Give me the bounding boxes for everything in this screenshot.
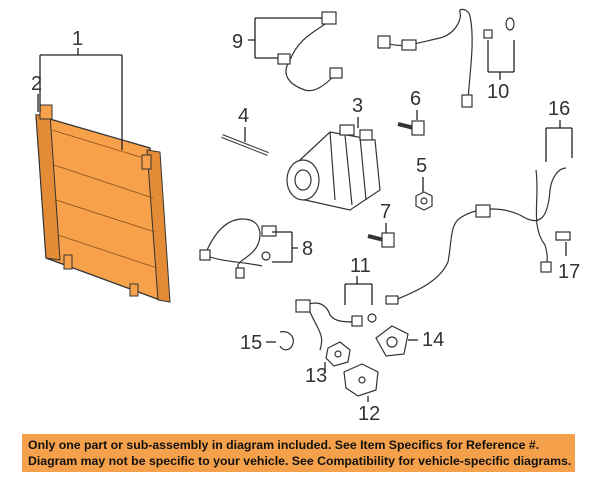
nut-5[interactable] <box>415 191 433 211</box>
callout-9: 9 <box>232 31 243 53</box>
clip-17[interactable] <box>555 231 571 241</box>
bolt-6[interactable] <box>397 120 425 136</box>
compressor-mount-bolt[interactable] <box>221 134 269 156</box>
callout-12: 12 <box>358 403 380 425</box>
disclaimer-line-1: Only one part or sub-assembly in diagram… <box>28 438 540 452</box>
ac-compressor[interactable] <box>286 124 381 211</box>
compressor-wiring[interactable] <box>199 218 277 279</box>
gasket-13[interactable] <box>325 341 351 367</box>
callout-11: 11 <box>350 255 371 277</box>
callout-10-leader <box>487 40 515 80</box>
pressure-switch-hose[interactable] <box>277 11 343 92</box>
callout-2: 2 <box>31 73 42 95</box>
callout-14: 14 <box>422 329 444 351</box>
callout-16-leader <box>545 120 573 162</box>
callout-16: 16 <box>548 98 570 120</box>
o-ring-15[interactable] <box>279 331 294 351</box>
callout-8: 8 <box>302 238 313 260</box>
expansion-valve[interactable] <box>375 325 409 357</box>
suction-tube[interactable] <box>385 167 567 305</box>
bolt-7[interactable] <box>367 232 395 248</box>
disclaimer-line-2: Diagram may not be specific to your vehi… <box>28 454 572 468</box>
callout-6: 6 <box>410 88 421 110</box>
callout-10: 10 <box>487 81 509 103</box>
callout-5: 5 <box>416 155 427 177</box>
condenser-assembly[interactable] <box>35 104 171 303</box>
callout-1: 1 <box>72 28 83 50</box>
callout-15: 15 <box>240 332 262 354</box>
liquid-line[interactable] <box>295 299 377 351</box>
cover-12[interactable] <box>343 363 379 397</box>
callout-13: 13 <box>305 365 327 387</box>
callout-4: 4 <box>238 105 249 127</box>
callout-9-leader <box>248 17 322 59</box>
callout-7: 7 <box>380 201 391 223</box>
callout-1-leader <box>39 48 123 150</box>
discharge-hose[interactable] <box>377 8 515 108</box>
disclaimer-banner: Only one part or sub-assembly in diagram… <box>22 434 575 472</box>
callout-17: 17 <box>558 261 580 283</box>
parts-diagram: 1 2 9 10 3 4 6 <box>31 8 580 425</box>
callout-8-leader <box>272 231 298 263</box>
callout-11-leader <box>344 276 373 305</box>
callout-3: 3 <box>352 95 363 117</box>
